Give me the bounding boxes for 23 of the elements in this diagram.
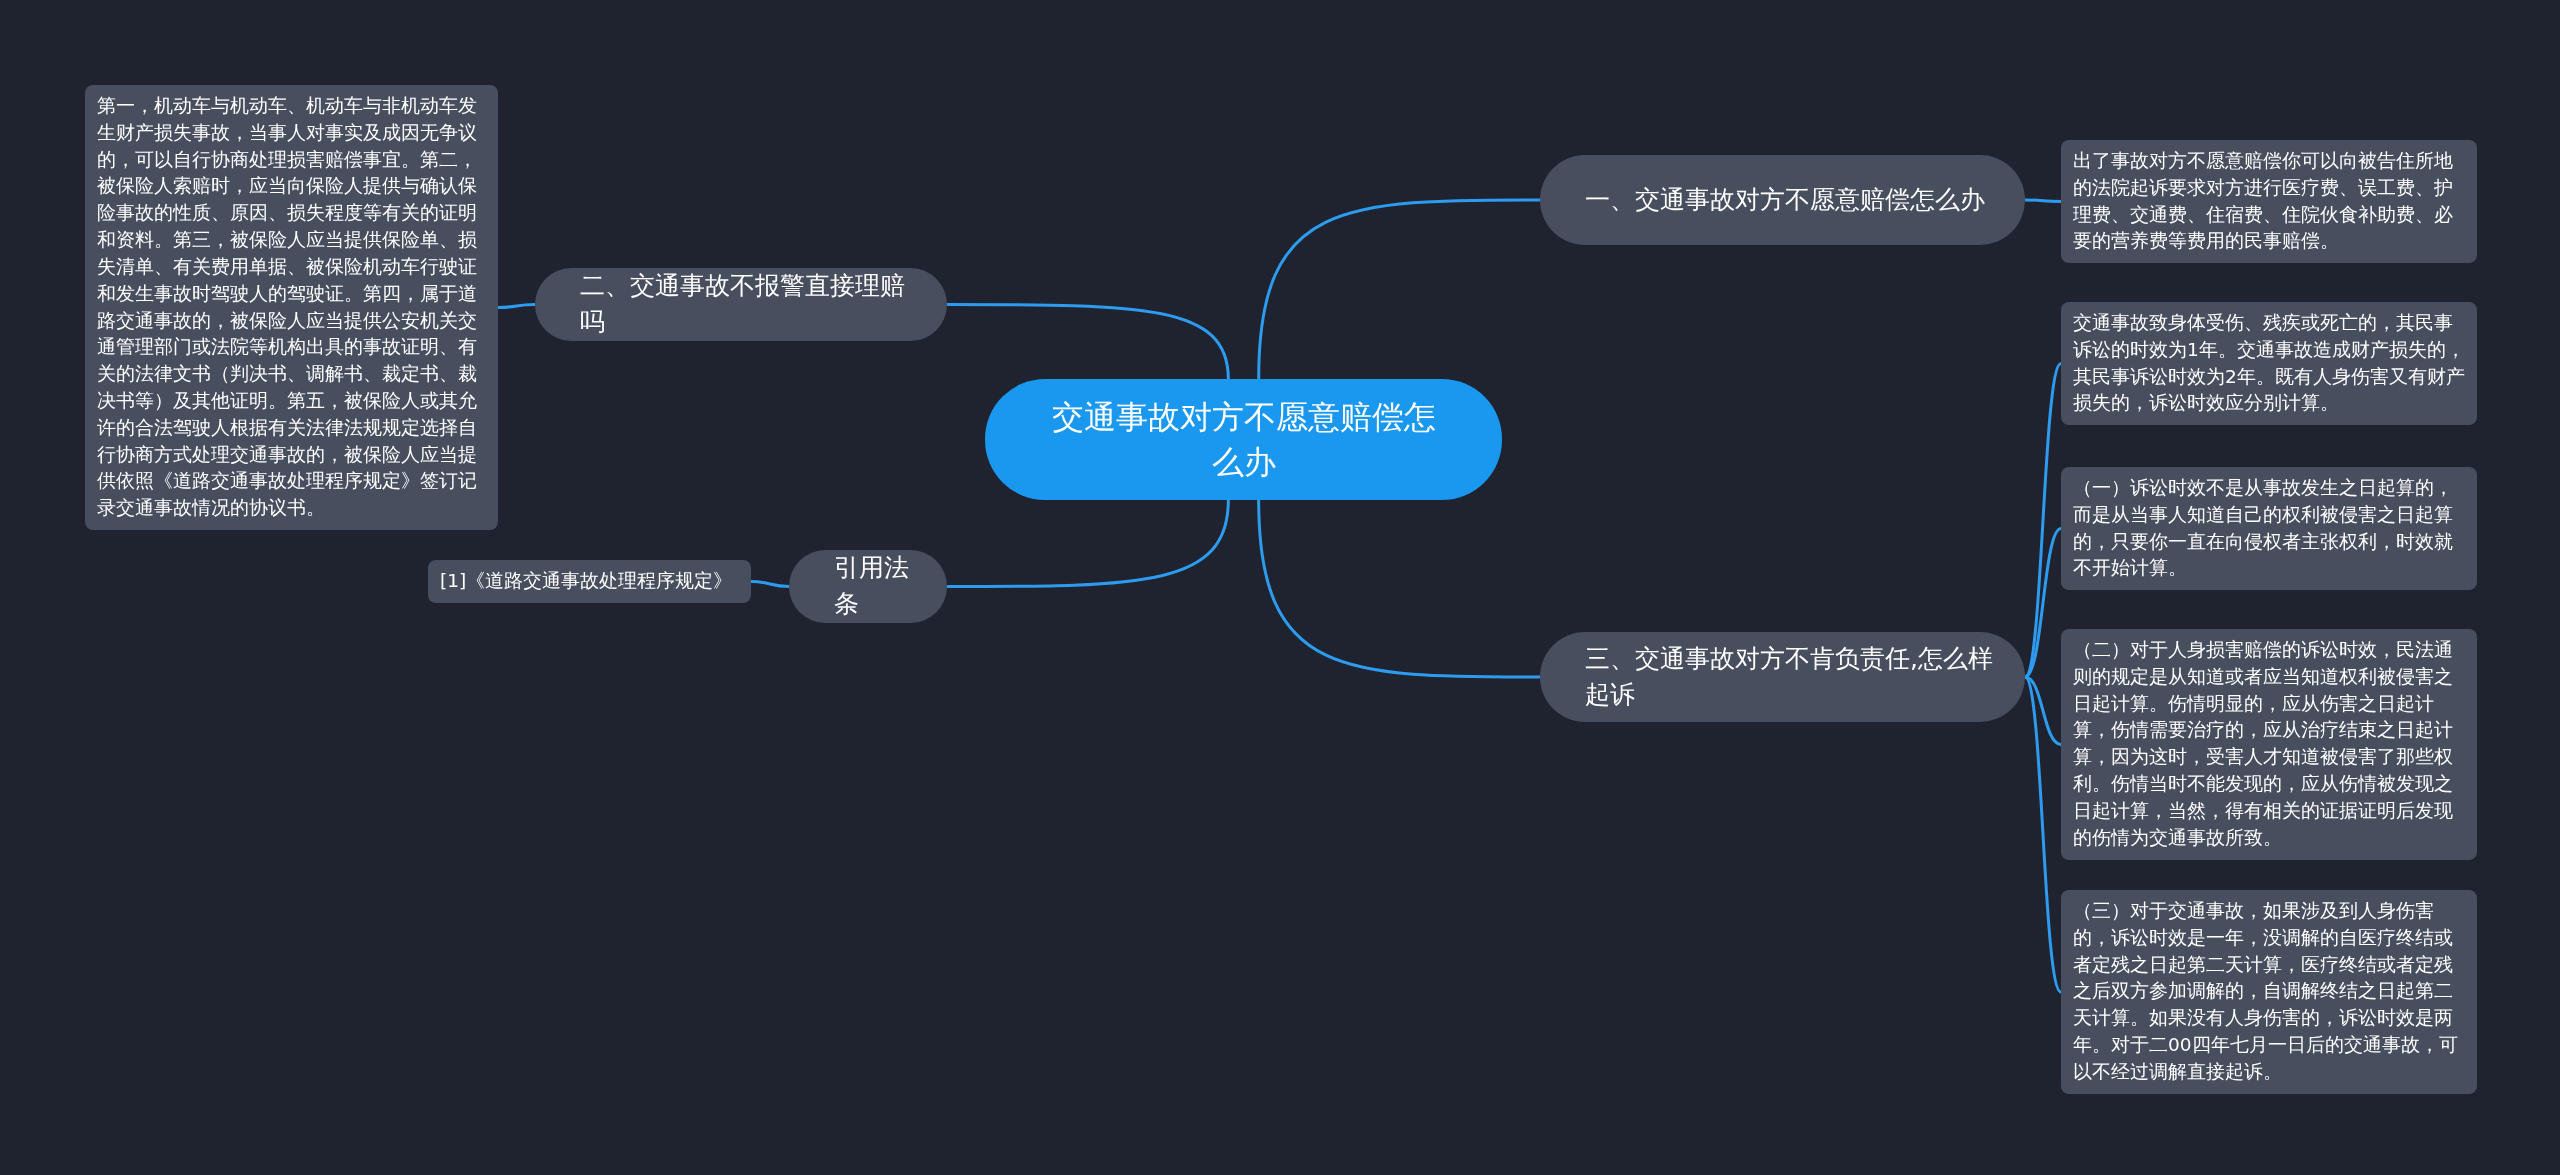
note-card: （三）对于交通事故，如果涉及到人身伤害的，诉讼时效是一年，没调解的自医疗终结或者定残之日起第二天计算，医疗终结或者定残之后双方参加调解的，自调解终结之日起第二天计算。如果没有人身伤害的，诉讼时效是两年。对于二00四年七月一日后的交通事故，可以不经过调解直接起诉。 <box>2061 890 2477 1094</box>
connector-line <box>947 499 1230 588</box>
note-card: 第一，机动车与机动车、机动车与非机动车发生财产损失事故，当事人对事实及成因无争议的，可以自行协商处理损害赔偿事宜。第二，被保险人索赔时，应当向保险人提供与确认保险事故的性质、原因、损失程度等有关的证明和资料。第三，被保险人应当提供保险单、损失清单、有关费用单据、被保险机动车行驶证和发生事故时驾驶人的驾驶证。第四，属于道路交通事故的，被保险人应当提供公安机关交通管理部门或法院等机构出具的事故证明、有关的法律文书（判决书、调解书、裁定书、裁决书等）及其他证明。第五，被保险人或其允许的合法驾驶人根据有关法律法规规定选择自行协商方式处理交通事故的，被保险人应当提供依照《道路交通事故处理程序规定》签订记录交通事故情况的协议书。 <box>85 85 498 530</box>
note-card: （一）诉讼时效不是从事故发生之日起算的，而是从当事人知道自己的权利被侵害之日起算的，只要你一直在向侵权者主张权利，时效就不开始计算。 <box>2061 467 2477 591</box>
connector-line <box>1257 499 1540 679</box>
connector-line <box>1257 198 1540 380</box>
topic-bubble: 一、交通事故对方不愿意赔偿怎么办 <box>1540 155 2025 245</box>
connector-line <box>2024 675 2062 746</box>
connector-line <box>497 303 536 309</box>
connector-line <box>2024 527 2062 679</box>
note-card: （二）对于人身损害赔偿的诉讼时效，民法通则的规定是从知道或者应当知道权利被侵害之日起计算。伤情明显的，应从伤害之日起计算，伤情需要治疗的，应从治疗结束之日起计算，因为这时，受害人才知道被侵害了那些权利。伤情当时不能发现的，应从伤情被发现之日起计算，当然，得有相关的证据证明后发现的伤情为交通事故所致。 <box>2061 629 2477 860</box>
topic-bubble: 交通事故对方不愿意赔偿怎么办 <box>985 379 1502 500</box>
connector-line <box>750 580 790 588</box>
connector-line <box>947 303 1230 380</box>
connector-line <box>2025 198 2061 203</box>
topic-bubble: 三、交通事故对方不肯负责任,怎么样起诉 <box>1540 632 2025 722</box>
topic-bubble: 二、交通事故不报警直接理赔吗 <box>535 268 947 341</box>
note-card: 交通事故致身体受伤、残疾或死亡的，其民事诉讼的时效为1年。交通事故造成财产损失的，其民事诉讼时效为2年。既有人身伤害又有财产损失的，诉讼时效应分别计算。 <box>2061 302 2477 426</box>
connector-line <box>2023 362 2063 678</box>
note-card: [1]《道路交通事故处理程序规定》 <box>428 560 751 603</box>
connector-line <box>2023 676 2063 993</box>
note-card: 出了事故对方不愿意赔偿你可以向被告住所地的法院起诉要求对方进行医疗费、误工费、护理费、交通费、住宿费、住院伙食补助费、必要的营养费等费用的民事赔偿。 <box>2061 140 2477 264</box>
topic-bubble: 引用法条 <box>789 550 947 623</box>
